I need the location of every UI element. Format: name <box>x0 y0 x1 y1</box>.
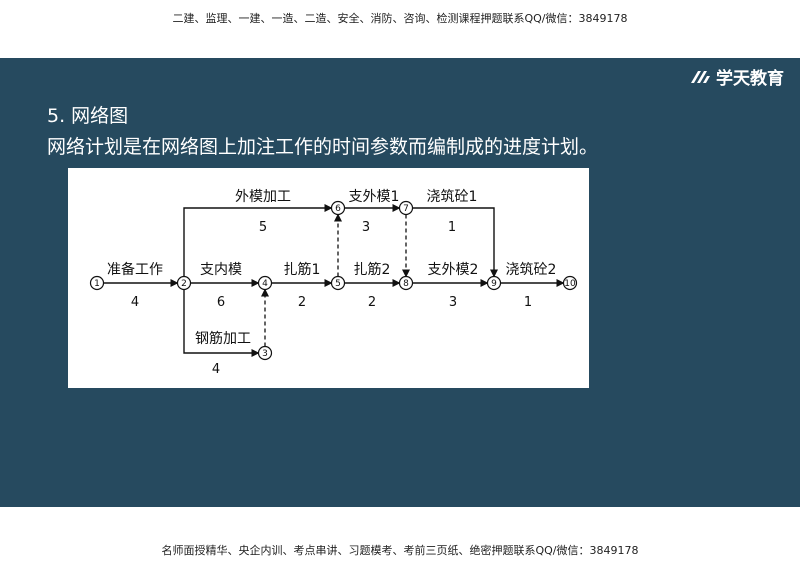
activity-duration-label: 1 <box>448 220 456 235</box>
node-number-label: 4 <box>262 279 268 289</box>
activity-arrow-2-3 <box>183 289 260 357</box>
activity-duration-label: 4 <box>212 362 220 377</box>
node-number-label: 9 <box>491 279 497 289</box>
activity-duration-label: 2 <box>298 295 306 310</box>
activity-name-label: 浇筑砼2 <box>506 262 557 278</box>
node-circle-9 <box>486 275 502 291</box>
network-diagram-svg: 1 2 3 4 5 6 7 8 9 10 准备工作 4 外模加工 5 支内模 6 钢筋加工 4 扎筋1 2 支外模1 3… <box>89 189 578 377</box>
node-number-label: 7 <box>403 204 409 214</box>
node-circle-3 <box>257 345 273 361</box>
slide-heading: 5. 网络图 <box>47 105 129 127</box>
node-number-label: 5 <box>335 279 341 289</box>
node-number-label: 8 <box>403 279 409 289</box>
brand-mark-icon <box>691 70 710 83</box>
node-circle-6 <box>330 200 346 216</box>
activity-name-label: 支外模2 <box>428 262 479 278</box>
node-circle-4 <box>257 275 273 291</box>
node-circle-2 <box>176 275 192 291</box>
node-number-label: 6 <box>335 204 341 214</box>
header-promo-text: 二建、监理、一建、一造、二造、安全、消防、咨询、检测课程押题联系QQ/微信：38… <box>172 12 628 25</box>
activity-arrow-7-9 <box>412 207 498 278</box>
activity-duration-label: 6 <box>217 295 225 310</box>
node-number-label: 3 <box>262 349 268 359</box>
activity-name-label: 浇筑砼1 <box>427 189 478 205</box>
activity-duration-label: 4 <box>131 295 139 310</box>
activity-name-label: 支内模 <box>200 262 242 278</box>
node-number-label: 1 <box>94 279 100 289</box>
footer-promo-text: 名师面授精华、央企内训、考点串讲、习题模考、考前三页纸、绝密押题联系QQ/微信：… <box>161 544 639 557</box>
activity-duration-label: 1 <box>524 295 532 310</box>
activity-name-label: 支外模1 <box>349 189 400 205</box>
node-circle-5 <box>330 275 346 291</box>
activity-arrow-2-6 <box>183 204 333 277</box>
activity-name-label: 钢筋加工 <box>195 330 251 347</box>
activity-duration-label: 3 <box>449 295 457 310</box>
activity-name-label: 准备工作 <box>107 261 163 278</box>
network-diagram: 1 2 3 4 5 6 7 8 9 10 准备工作 4 外模加工 5 支内模 6 钢筋加工 4 扎筋1 2 支外模1 3… <box>68 168 589 388</box>
activity-name-label: 外模加工 <box>235 189 291 205</box>
node-number-label: 2 <box>181 279 187 289</box>
activity-duration-label: 3 <box>362 220 370 235</box>
activity-duration-label: 2 <box>368 295 376 310</box>
brand-name: 学天教育 <box>716 69 784 89</box>
activity-duration-label: 5 <box>259 220 267 235</box>
node-circle-7 <box>398 200 414 216</box>
slide-description: 网络计划是在网络图上加注工作的时间参数而编制成的进度计划。 <box>47 136 599 158</box>
activity-name-label: 扎筋1 <box>284 261 321 278</box>
brand-logo: 学天教育 <box>690 64 784 89</box>
node-circle-8 <box>398 275 414 291</box>
node-number-label: 10 <box>564 279 576 289</box>
top-bar: 二建、监理、一建、一造、二造、安全、消防、咨询、检测课程押题联系QQ/微信：38… <box>0 0 800 58</box>
activity-name-label: 扎筋2 <box>354 261 391 278</box>
node-circle-1 <box>89 275 105 291</box>
node-circle-10 <box>562 275 578 291</box>
